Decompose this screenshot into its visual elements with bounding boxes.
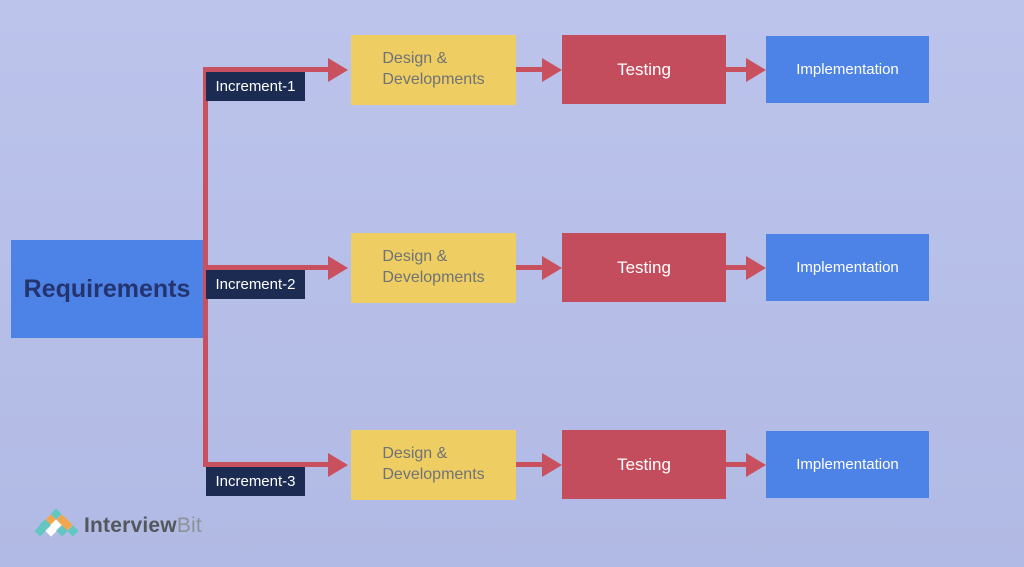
increment-label-box: Increment-2	[206, 270, 305, 299]
testing-box: Testing	[562, 35, 726, 104]
increment-label-box: Increment-3	[206, 467, 305, 496]
design-box: Design & Developments	[351, 430, 516, 500]
testing-label: Testing	[617, 59, 671, 79]
implementation-box: Implementation	[766, 36, 929, 103]
arrow-right-icon	[746, 453, 766, 477]
increment-row-1: Increment-1 Design & Developments Testin…	[0, 35, 1024, 105]
interviewbit-pyramid-icon	[33, 508, 79, 540]
requirements-label: Requirements	[23, 274, 191, 303]
connector-line	[516, 67, 546, 72]
connector-line	[516, 462, 546, 467]
connector-line	[203, 265, 333, 270]
connector-line	[203, 462, 333, 467]
design-label: Design & Developments	[382, 50, 485, 88]
design-label: Design & Developments	[382, 445, 485, 483]
arrow-right-icon	[542, 256, 562, 280]
implementation-box: Implementation	[766, 234, 929, 301]
increment-label: Increment-3	[215, 473, 296, 490]
arrow-right-icon	[542, 453, 562, 477]
arrow-right-icon	[746, 256, 766, 280]
requirements-box: Requirements	[11, 240, 203, 338]
implementation-label: Implementation	[796, 259, 899, 276]
connector-line	[203, 67, 333, 72]
increment-label-box: Increment-1	[206, 72, 305, 101]
increment-row-2: Increment-2 Design & Developments Testin…	[0, 233, 1024, 303]
connector-line	[726, 462, 750, 467]
arrow-right-icon	[328, 58, 348, 82]
design-box: Design & Developments	[351, 233, 516, 303]
testing-label: Testing	[617, 257, 671, 277]
logo-text-light: Bit	[176, 514, 202, 537]
logo-text-bold: Interview	[84, 514, 177, 537]
arrow-right-icon	[328, 256, 348, 280]
arrow-right-icon	[542, 58, 562, 82]
connector-line	[726, 265, 750, 270]
increment-label: Increment-1	[215, 78, 296, 95]
increment-row-3: Increment-3 Design & Developments Testin…	[0, 430, 1024, 500]
testing-box: Testing	[562, 430, 726, 499]
increment-label: Increment-2	[215, 276, 296, 293]
implementation-label: Implementation	[796, 61, 899, 78]
implementation-label: Implementation	[796, 456, 899, 473]
design-label: Design & Developments	[382, 248, 485, 286]
connector-line	[726, 67, 750, 72]
design-box: Design & Developments	[351, 35, 516, 105]
testing-label: Testing	[617, 454, 671, 474]
implementation-box: Implementation	[766, 431, 929, 498]
testing-box: Testing	[562, 233, 726, 302]
interviewbit-logo: InterviewBit	[84, 514, 202, 538]
arrow-right-icon	[328, 453, 348, 477]
connector-line	[516, 265, 546, 270]
arrow-right-icon	[746, 58, 766, 82]
